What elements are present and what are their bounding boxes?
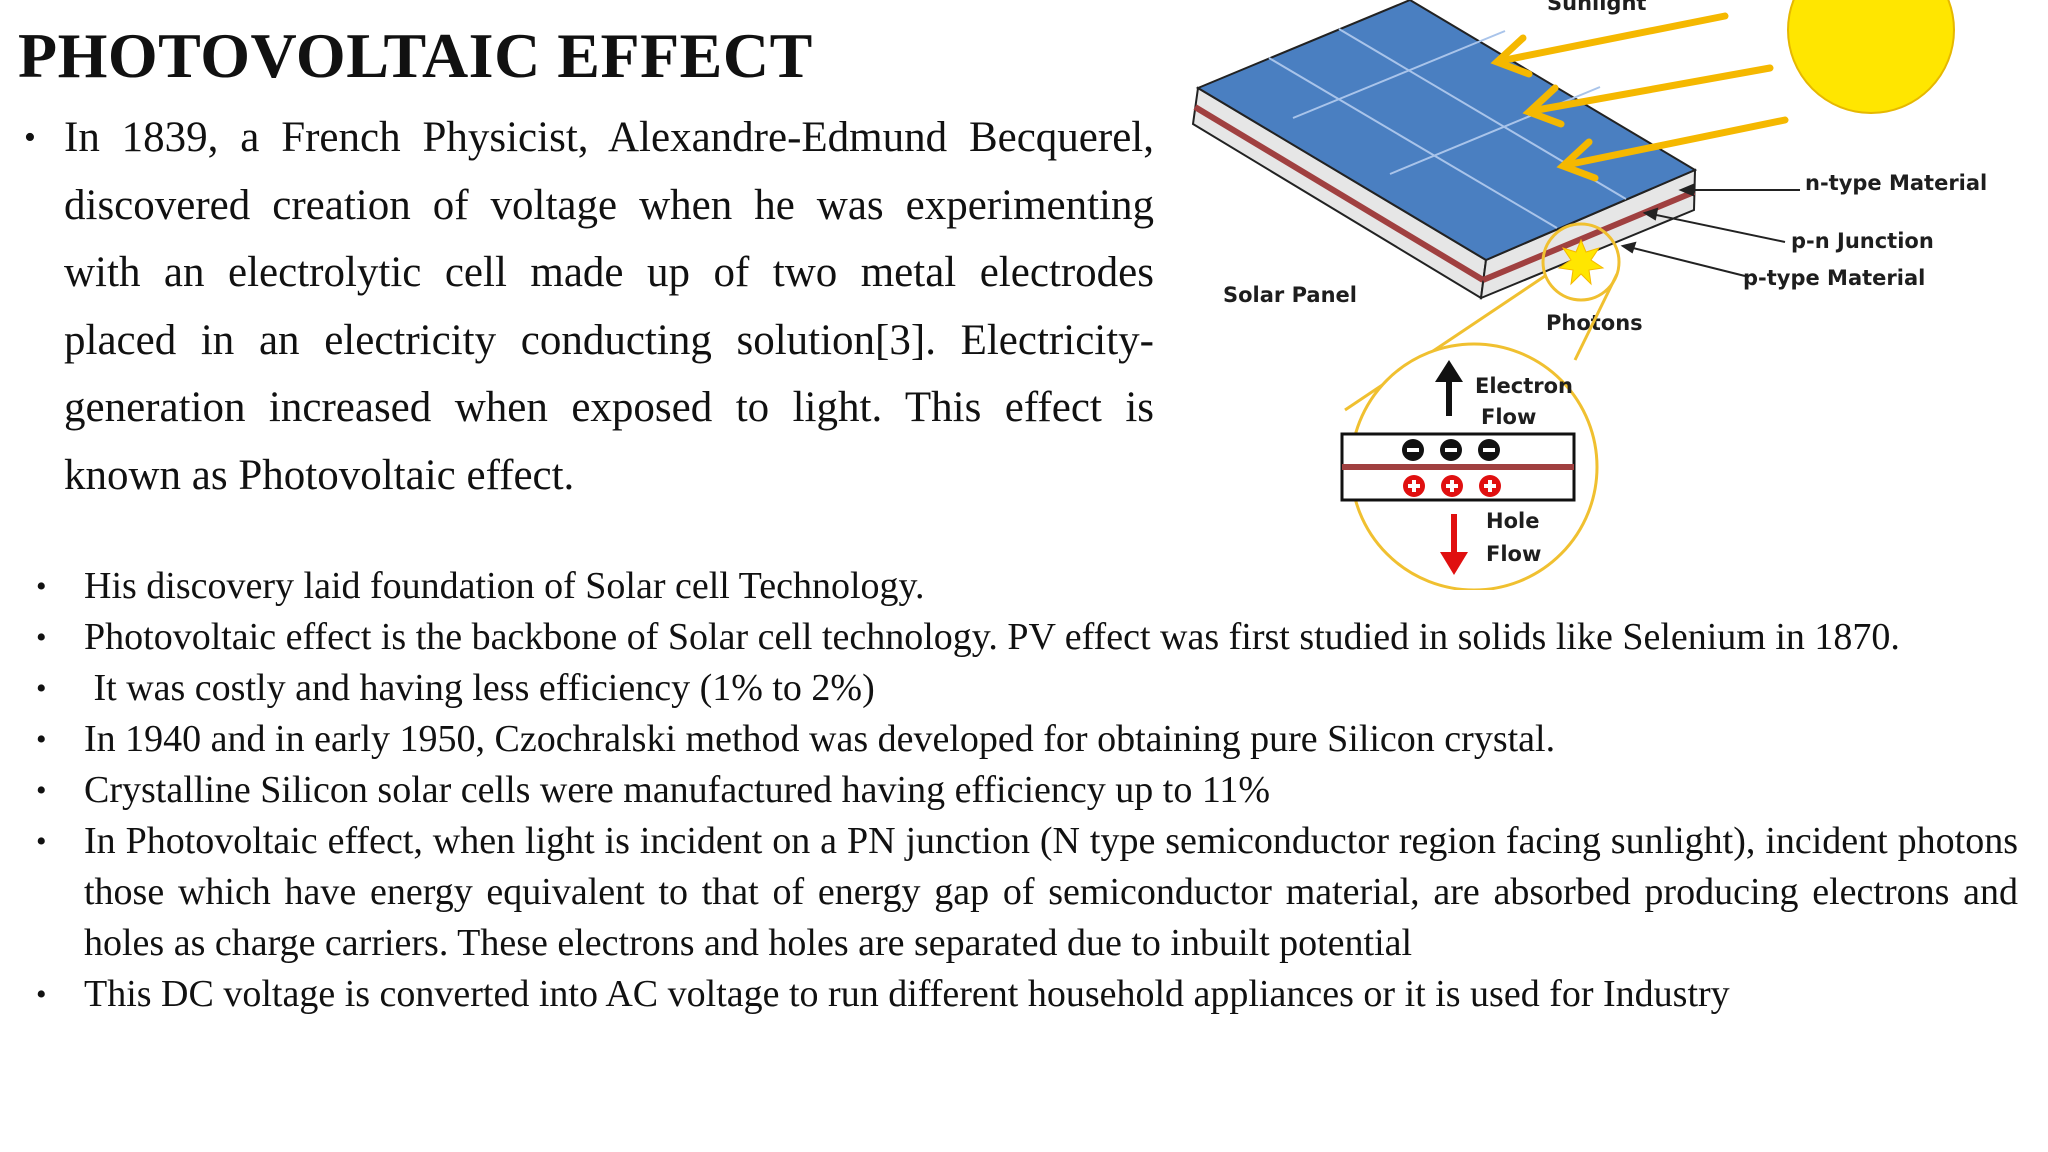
- pn-junction-line: [1193, 104, 1485, 283]
- electron-flow-arrow-head: [1435, 360, 1463, 382]
- pointer-head: [1678, 183, 1694, 197]
- solar-panel-label: Solar Panel: [1223, 283, 1357, 307]
- hole-flow-label: Flow: [1486, 542, 1541, 566]
- hole-flow-label: Hole: [1486, 509, 1539, 533]
- pn-junction-line: [1481, 189, 1696, 283]
- sunlight-arrow-head: [1522, 84, 1565, 128]
- page-title: PHOTOVOLTAIC EFFECT: [18, 20, 813, 91]
- list-item: • In Photovoltaic effect, when light is i…: [36, 816, 2018, 969]
- list-item-text: His discovery laid foundation of Solar c…: [84, 565, 925, 607]
- minus-sign: [1483, 448, 1495, 452]
- list-item: • In 1940 and in early 1950, Czochralski …: [36, 714, 2018, 765]
- p-type-pointer: [1624, 245, 1746, 277]
- panel-grid-line: [1268, 57, 1558, 229]
- plus-sign: [1412, 480, 1416, 492]
- intro-paragraph: • In 1839, a French Physicist, Alexandre…: [24, 104, 1154, 509]
- hole-flow-arrow-head: [1440, 552, 1468, 575]
- list-item-text: In 1940 and in early 1950, Czochralski m…: [84, 718, 1556, 760]
- list-item-text: In Photovoltaic effect, when light is in…: [84, 820, 2018, 964]
- bullet-marker: •: [36, 570, 47, 603]
- photovoltaic-diagram: Sunlight n-type Mat: [1185, 0, 1990, 590]
- sunlight-arrow: [1533, 64, 1774, 114]
- pointer-head: [1642, 207, 1659, 221]
- bullet-marker: •: [36, 672, 47, 705]
- n-type-label: n-type Material: [1805, 171, 1987, 195]
- pn-junction-label: p-n Junction: [1791, 229, 1934, 253]
- p-type-label: p-type Material: [1743, 266, 1925, 290]
- plus-sign: [1488, 480, 1492, 492]
- plus-sign: [1450, 480, 1454, 492]
- bullet-marker: •: [24, 119, 36, 156]
- minus-sign: [1445, 448, 1457, 452]
- minus-sign: [1407, 448, 1419, 452]
- list-item-text: It was costly and having less efficiency…: [84, 667, 875, 709]
- sunlight-arrow: [1567, 116, 1789, 168]
- list-item: • It was costly and having less efficien…: [36, 663, 2018, 714]
- zoom-source-circle: [1541, 222, 1621, 302]
- electron-icons: [1402, 439, 1500, 461]
- electron-flow-label: Flow: [1481, 405, 1536, 429]
- sun-icon: [1787, 0, 1955, 114]
- hole-icons: [1403, 475, 1501, 497]
- list-item: • His discovery laid foundation of Solar …: [36, 561, 2018, 612]
- pn-junction-pointer: [1646, 212, 1786, 243]
- panel-grid-line: [1292, 30, 1506, 119]
- list-item: • This DC voltage is converted into AC vo…: [36, 969, 2018, 1020]
- zoom-connector: [1573, 273, 1619, 361]
- list-item: • Crystalline Silicon solar cells were ma…: [36, 765, 2018, 816]
- sunlight-arrow-head: [1556, 138, 1599, 182]
- sunlight-arrow: [1501, 12, 1729, 64]
- sunlight-label: Sunlight: [1547, 0, 1646, 15]
- list-item-text: Crystalline Silicon solar cells were man…: [84, 769, 1271, 811]
- bullet-marker: •: [36, 978, 47, 1011]
- intro-text: In 1839, a French Physicist, Alexandre-E…: [64, 114, 1154, 499]
- bullet-marker: •: [36, 621, 47, 654]
- bullet-list: • His discovery laid foundation of Solar …: [36, 561, 2018, 1020]
- list-item-text: This DC voltage is converted into AC vol…: [84, 973, 1730, 1015]
- bullet-marker: •: [36, 774, 47, 807]
- sunlight-arrow-head: [1490, 34, 1533, 78]
- list-item-text: Photovoltaic effect is the backbone of S…: [84, 616, 1900, 658]
- list-item: • Photovoltaic effect is the backbone of …: [36, 612, 2018, 663]
- pointer-head: [1620, 241, 1637, 254]
- photon-burst-icon: [1557, 238, 1605, 286]
- bullet-marker: •: [36, 825, 47, 858]
- bullet-marker: •: [36, 723, 47, 756]
- electron-flow-label: Electron: [1475, 374, 1573, 398]
